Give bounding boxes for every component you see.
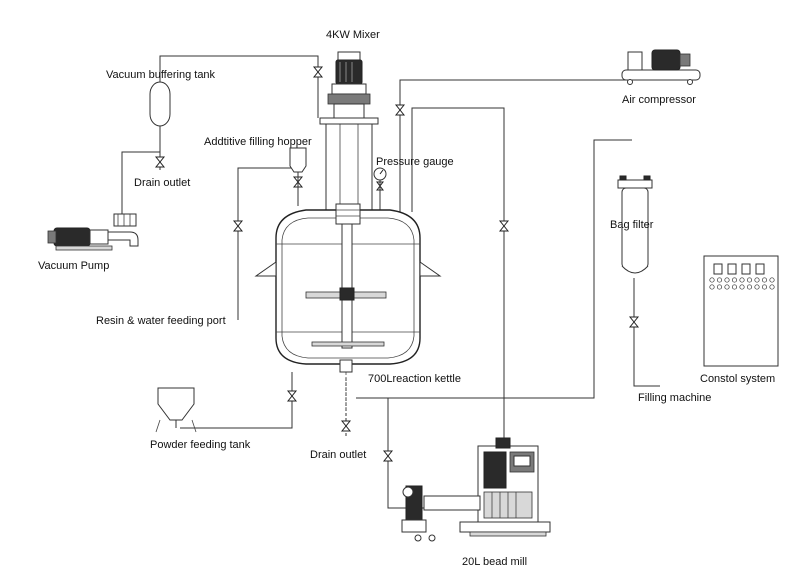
label-filling-machine: Filling machine <box>638 392 711 404</box>
control-system <box>703 255 779 367</box>
indicator-light <box>724 284 730 290</box>
labels: 4KW Mixer Vacuum buffering tank Air comp… <box>38 29 775 568</box>
indicator-light <box>754 284 760 290</box>
label-control-system: Constol system <box>700 373 775 385</box>
label-vacuum-buffering-tank: Vacuum buffering tank <box>106 69 216 81</box>
indicator-light <box>739 284 745 290</box>
indicator-light <box>761 277 768 283</box>
bag-filter <box>617 175 653 274</box>
indicator-light <box>731 277 738 283</box>
label-mixer: 4KW Mixer <box>326 29 380 41</box>
indicator-light <box>724 277 730 283</box>
control-panel-indicators <box>709 277 775 290</box>
label-drain-outlet-bottom: Drain outlet <box>310 449 366 461</box>
pressure-gauge <box>373 167 387 210</box>
indicator-light <box>731 284 738 290</box>
indicator-light <box>709 284 715 290</box>
air-compressor <box>621 49 701 85</box>
indicator-light <box>746 277 753 283</box>
label-additive-filling-hopper: Addtitive filling hopper <box>204 136 312 148</box>
label-air-compressor: Air compressor <box>622 94 696 106</box>
label-reaction-kettle: 700Lreaction kettle <box>368 373 461 385</box>
valve-resin-line <box>232 220 244 232</box>
valve-bead-mill-return <box>498 220 510 232</box>
indicator-light <box>716 277 723 283</box>
label-pressure-gauge: Pressure gauge <box>376 156 454 168</box>
valve-mill-inlet <box>382 450 394 462</box>
indicator-light <box>709 277 715 283</box>
label-bead-mill: 20L bead mill <box>462 556 527 568</box>
mixer <box>319 51 379 211</box>
powder-feeding-tank <box>155 387 197 433</box>
indicator-light <box>754 277 760 283</box>
bead-mill <box>401 437 551 542</box>
label-powder-feeding-tank: Powder feeding tank <box>150 439 251 451</box>
label-drain-outlet-top: Drain outlet <box>134 177 190 189</box>
valve-powder-line <box>286 390 298 402</box>
label-resin-water-port: Resin & water feeding port <box>96 315 226 327</box>
label-bag-filter: Bag filter <box>610 219 654 231</box>
vacuum-buffering-tank <box>149 81 171 127</box>
indicator-light <box>769 277 775 283</box>
valve-kettle-drain <box>340 420 352 432</box>
indicator-light <box>716 284 723 290</box>
valve-filter-bottom <box>628 316 640 328</box>
indicator-light <box>739 277 745 283</box>
vacuum-pump <box>47 213 139 251</box>
valves <box>154 66 640 462</box>
indicator-light <box>761 284 768 290</box>
additive-filling-hopper <box>289 147 307 206</box>
piping <box>121 55 660 509</box>
valve-air-line <box>394 104 406 116</box>
indicator-light <box>746 284 753 290</box>
label-vacuum-pump: Vacuum Pump <box>38 260 109 272</box>
valve-buffer-drain <box>154 156 166 168</box>
indicator-light <box>769 284 775 290</box>
reaction-kettle <box>254 203 442 373</box>
valve-vacuum-line <box>312 66 324 78</box>
